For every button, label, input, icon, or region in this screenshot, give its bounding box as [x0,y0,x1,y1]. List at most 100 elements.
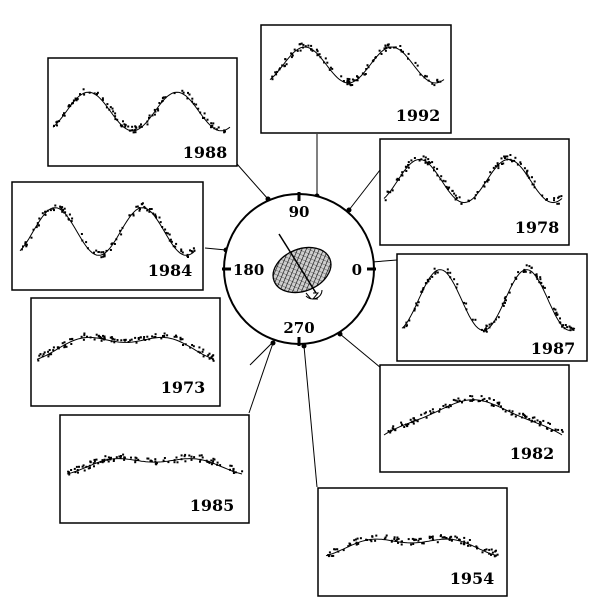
observation-point [536,277,539,280]
observation-point [396,536,399,539]
observation-point [387,43,390,46]
observation-point [522,413,525,416]
observation-point [433,267,436,270]
observation-point [105,106,108,109]
observation-point [184,343,187,346]
observation-point [569,329,572,332]
observation-point [38,217,41,220]
observation-point [316,54,319,57]
observation-point [437,81,439,83]
observation-point [496,162,499,165]
observation-point [41,212,44,215]
observation-point [173,461,176,464]
observation-point [67,218,70,221]
observation-point [416,420,419,423]
observation-point [63,207,66,210]
observation-point [563,327,566,330]
observation-point [488,397,491,400]
observation-point [274,71,277,74]
observation-point [116,118,119,121]
observation-point [394,46,397,49]
observation-point [188,93,191,96]
observation-point [57,347,60,350]
observation-point [521,416,523,419]
observation-point [436,541,439,544]
observation-point [333,548,336,551]
observation-point [481,398,484,401]
panel-frame [30,297,221,407]
observation-point [212,354,215,357]
observation-point [336,548,339,551]
observation-point [351,78,354,81]
observation-point [412,543,415,545]
observation-point [176,461,179,464]
observation-point [450,539,453,542]
observation-point [167,461,170,464]
observation-point [413,309,416,312]
observation-point [497,316,500,319]
observation-point [61,342,64,345]
observation-point [103,254,106,257]
observation-point [421,542,424,545]
observation-point [132,213,135,216]
observation-point [453,192,456,195]
observation-point [480,395,483,398]
observation-point [97,251,100,253]
observation-point [79,93,81,96]
observation-point [63,112,65,115]
observation-point [144,339,147,341]
observation-point [560,195,563,198]
observation-point [493,320,496,323]
observation-point [480,328,483,331]
observation-point [456,400,459,403]
observation-point [70,469,73,471]
observation-point [445,537,448,540]
observation-point [310,44,313,47]
observation-point [495,554,498,557]
observation-point [77,471,79,474]
observation-point [469,395,472,397]
panel-year-label: 1985 [190,496,235,515]
observation-point [555,311,558,314]
lightcurve-plot [19,202,196,259]
observation-point [210,356,213,359]
observation-point [353,79,356,82]
observation-point [76,98,79,101]
observation-point [153,113,156,116]
observation-point [285,63,288,66]
observation-point [492,399,495,401]
observation-point [433,84,436,87]
observation-point [422,542,425,545]
observation-point [72,99,75,102]
observation-point [474,318,477,321]
observation-point [506,158,509,161]
observation-point [523,167,526,170]
observation-point [428,535,431,538]
observation-point [88,467,91,469]
panel-year-label: 1954 [450,569,495,588]
observation-point [408,319,411,322]
dial-label-180: 180 [233,261,264,279]
observation-point [146,123,149,126]
observation-point [293,48,296,51]
observation-point [482,184,485,187]
observation-point [211,462,214,465]
panel-frame [379,138,570,246]
observation-point [93,465,95,468]
observation-point [82,88,85,91]
observation-point [539,282,542,285]
observation-point [529,271,532,274]
observation-point [87,467,90,470]
observation-point [357,542,360,545]
observation-point [138,125,141,128]
observation-point [488,326,491,329]
observation-point [427,280,429,283]
observation-point [64,344,67,347]
observation-point [134,459,137,462]
lightcurve-plot [383,154,563,205]
observation-point [390,429,393,432]
observation-point [413,539,416,542]
observation-point [32,228,35,231]
observation-point [211,358,214,361]
observation-point [215,128,218,131]
